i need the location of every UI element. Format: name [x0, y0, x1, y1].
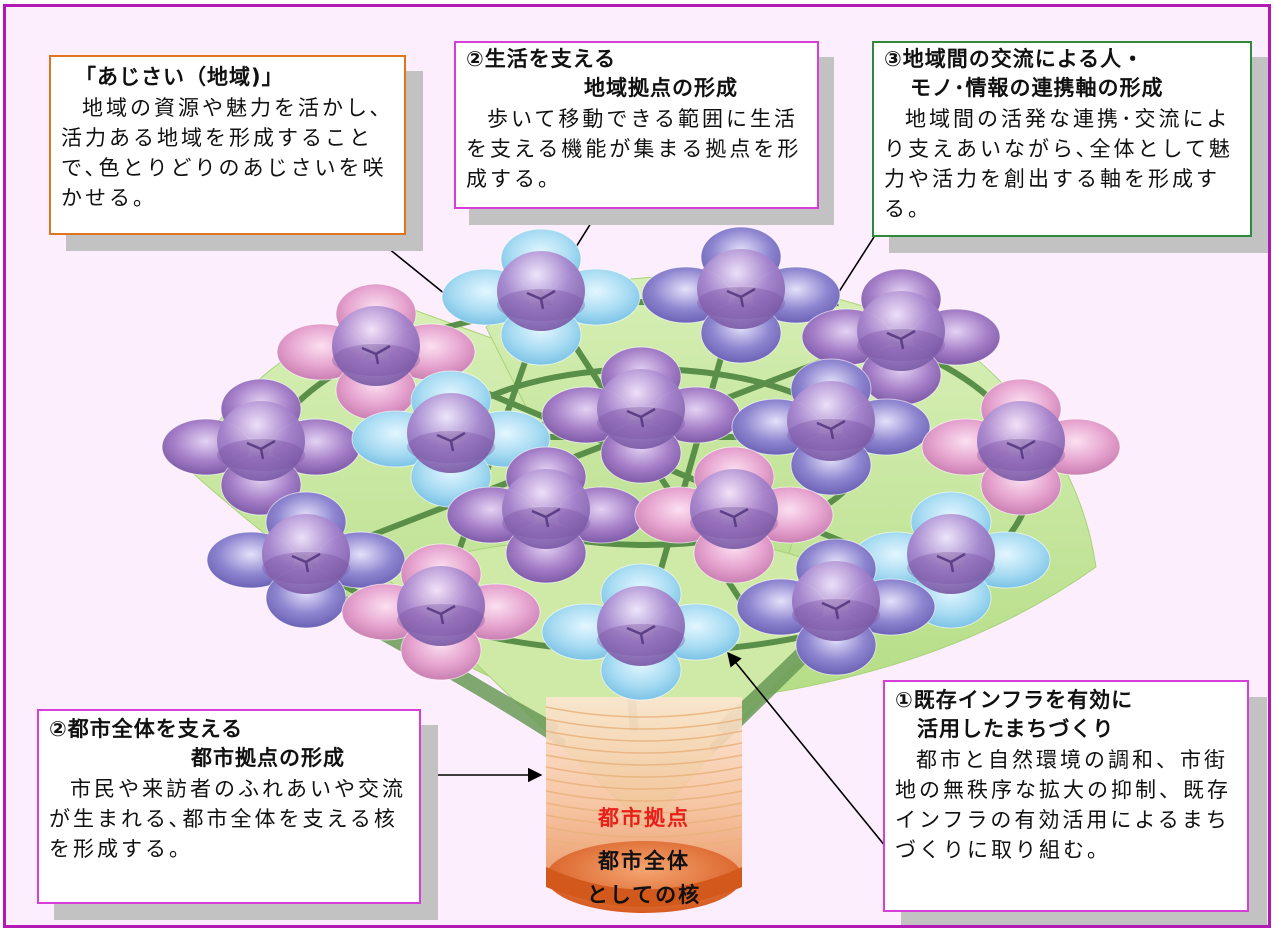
toshi-title-line2: 都市拠点の形成 [191, 746, 345, 770]
hydrangea-flower [446, 446, 646, 584]
renkei-title-line1: ③地域間の交流による人・ [884, 47, 1145, 71]
infra-title-line2: 活用したまちづくり [917, 717, 1115, 741]
hydrangea-flower [206, 491, 406, 629]
toshi-kyoten-box: ②都市全体を支える 都市拠点の形成 市民や来訪者のふれあいや交流が生まれる､都市… [37, 709, 421, 904]
hydrangea-flower [921, 378, 1121, 516]
renkei-body: 地域間の活発な連携･交流により支えあいながら､全体として魅力や活力を創出する軸を… [884, 107, 1233, 221]
infra-box: ①既存インフラを有効に 活用したまちづくり 都市と自然環境の調和、市街地の無秩序… [883, 680, 1249, 912]
renkei-title-line2: モノ･情報の連携軸の形成 [910, 76, 1164, 100]
renkei-jiku-box: ③地域間の交流による人・ モノ･情報の連携軸の形成 地域間の活発な連携･交流によ… [872, 41, 1252, 237]
infra-title-line1: ①既存インフラを有効に [895, 688, 1134, 712]
ajisai-body: 地域の資源や魅力を活かし､活力ある地域を形成することで､色とりどりのあじさいを咲… [61, 96, 387, 210]
hydrangea-flower [541, 563, 741, 701]
chiiki-title-line2: 地域拠点の形成 [584, 76, 738, 100]
pot-label-line1: 都市全体 [598, 849, 690, 873]
hydrangea-flower [634, 446, 834, 584]
chiiki-kyoten-box: ②生活を支える 地域拠点の形成 歩いて移動できる範囲に生活を支える機能が集まる拠… [454, 41, 819, 209]
ajisai-box: 「あじさい（地域)」 地域の資源や魅力を活かし､活力ある地域を形成することで､色… [49, 55, 406, 235]
chiiki-body: 歩いて移動できる範囲に生活を支える機能が集まる拠点を形成する。 [466, 107, 802, 191]
ajisai-title: 「あじさい（地域)」 [75, 65, 284, 89]
hydrangea-flower [276, 283, 476, 421]
hydrangea-flower [851, 491, 1051, 629]
pot [545, 697, 743, 913]
hydrangea-flower [161, 378, 361, 516]
chiiki-title-line1: ②生活を支える [466, 47, 617, 71]
diagram-frame: 「あじさい（地域)」 地域の資源や魅力を活かし､活力ある地域を形成することで､色… [3, 4, 1271, 928]
hydrangea-flower [736, 538, 936, 676]
infra-body: 都市と自然環境の調和、市街地の無秩序な拡大の抑制、既存インフラの有効活用によるま… [895, 748, 1231, 862]
toshi-title-line1: ②都市全体を支える [49, 717, 244, 741]
hydrangea-illustration [161, 214, 1121, 913]
pot-label-line2: としての核 [586, 883, 702, 907]
hydrangea-flower [801, 268, 1001, 406]
hydrangea-flowers [161, 226, 1121, 701]
hydrangea-flower [731, 358, 931, 496]
hydrangea-flower [351, 370, 551, 508]
hydrangea-flower [641, 226, 841, 364]
hydrangea-flower [341, 543, 541, 681]
hydrangea-flower [541, 346, 741, 484]
pot-label-red: 都市拠点 [598, 806, 690, 830]
hydrangea-flower [441, 228, 641, 366]
toshi-body: 市民や来訪者のふれあいや交流が生まれる､都市全体を支える核を形成する。 [49, 777, 406, 861]
